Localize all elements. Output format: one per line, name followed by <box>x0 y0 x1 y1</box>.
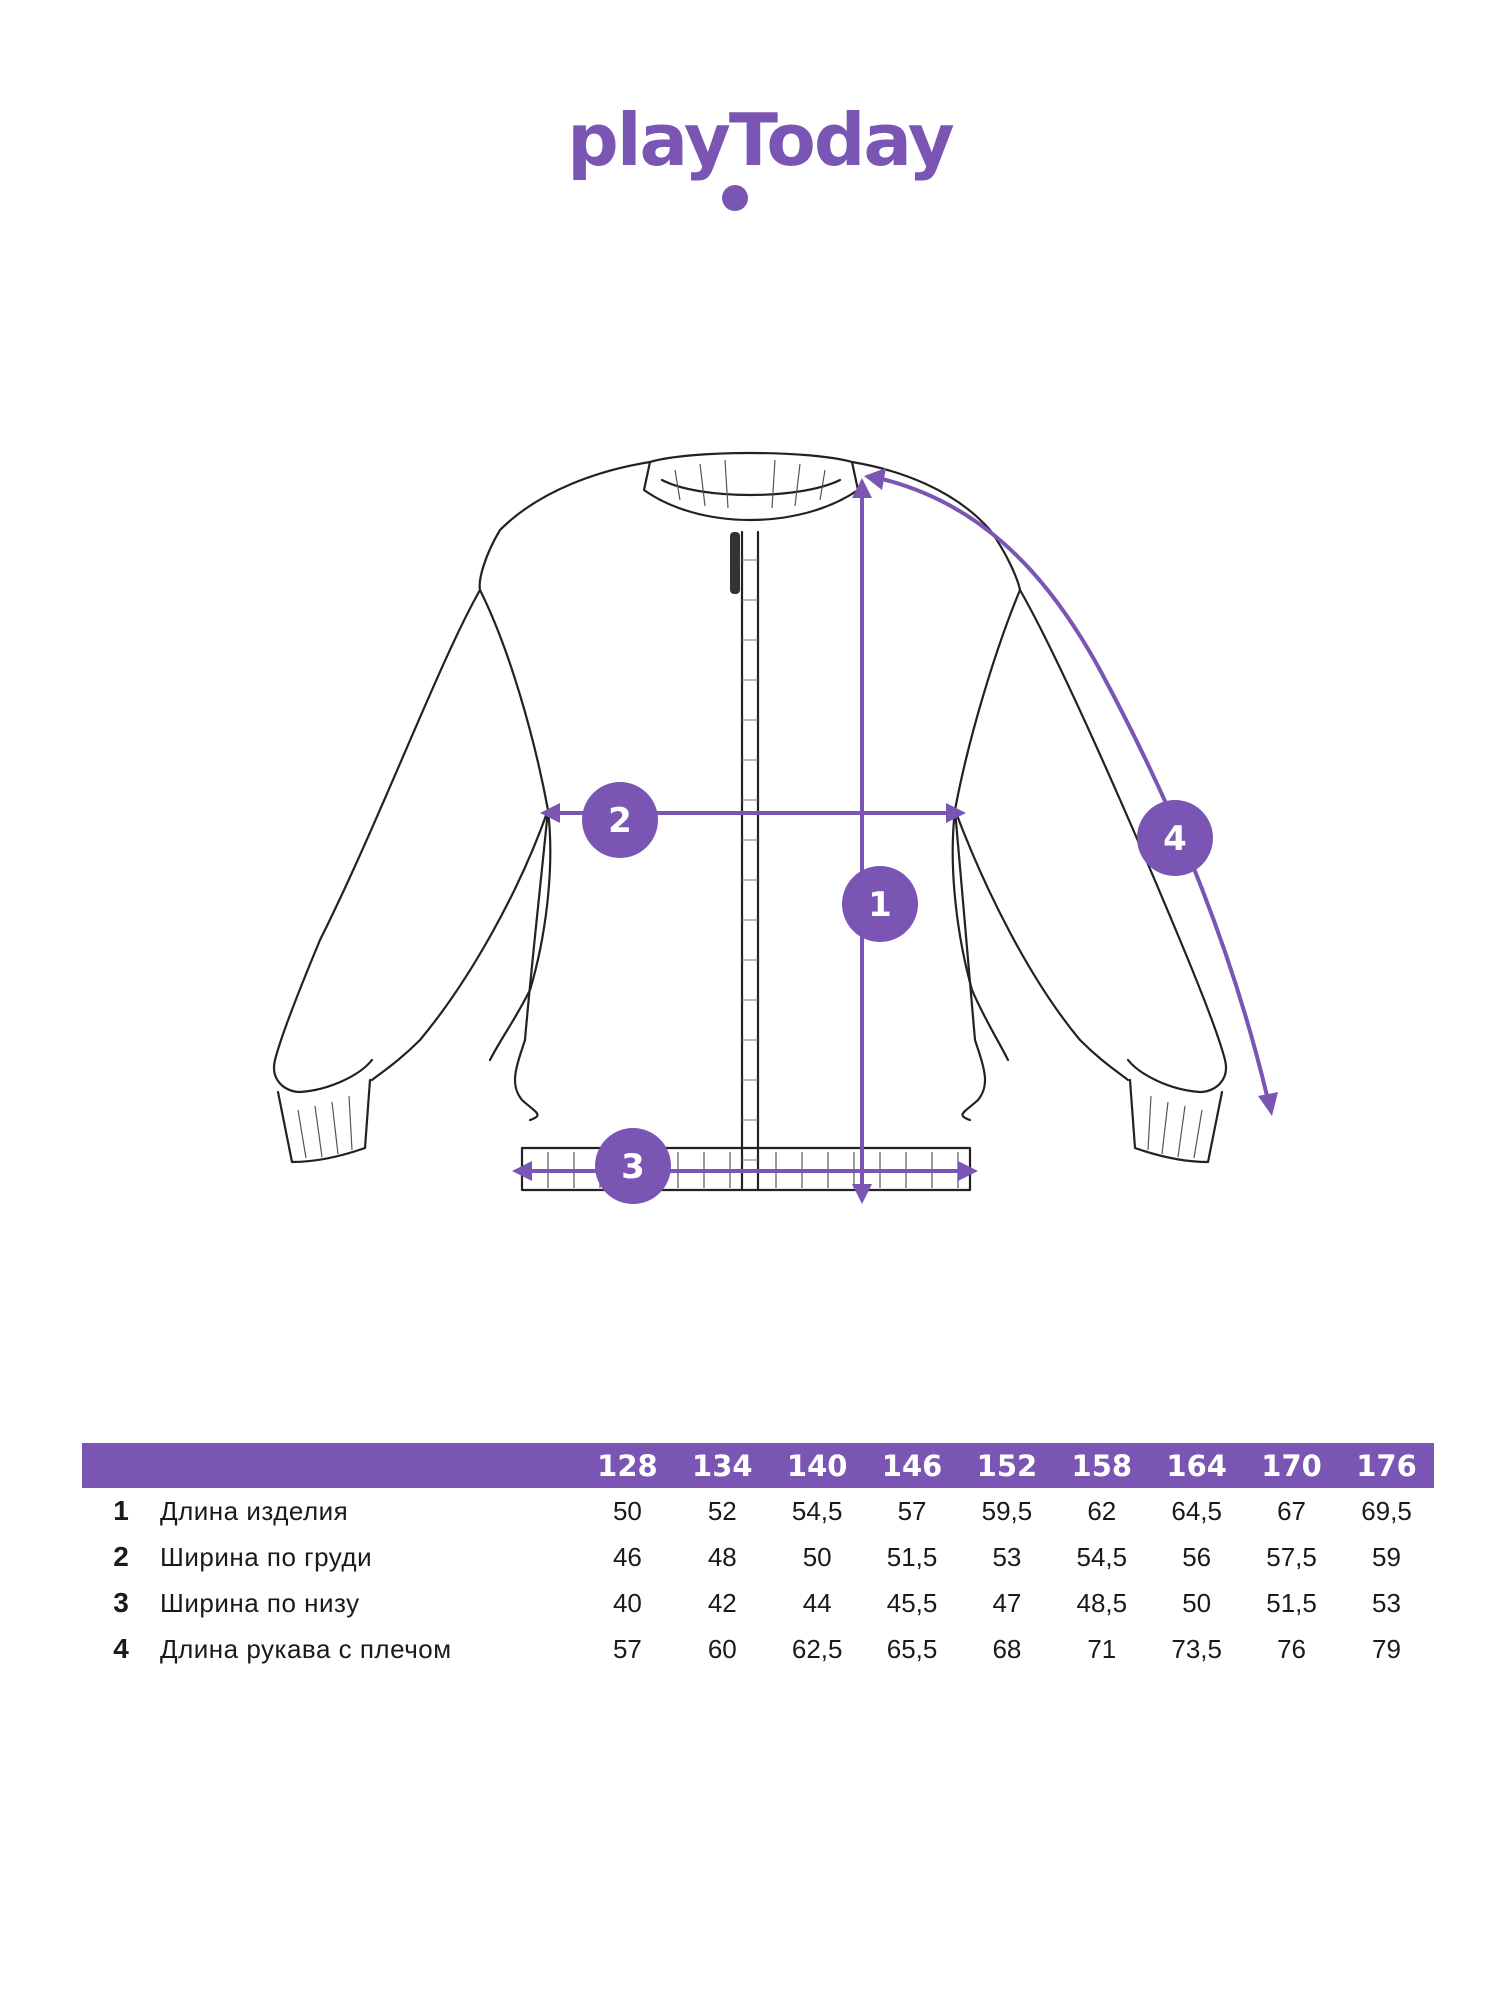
table-cell: 60 <box>707 1633 737 1664</box>
brand-logo: playToday <box>555 95 965 215</box>
table-cell: 62,5 <box>791 1633 843 1664</box>
torso-left-side <box>513 808 550 1122</box>
ribbing <box>297 459 1203 1188</box>
measure-line-4 <box>876 476 1270 1102</box>
table-cell: 79 <box>1372 1633 1401 1664</box>
table-cell: 59 <box>1372 1541 1401 1572</box>
left-cuff <box>276 1078 372 1164</box>
measure-marker-2: 2 <box>582 782 658 858</box>
table-cell: 68 <box>992 1633 1022 1664</box>
table-cell: 54,5 <box>1076 1541 1128 1572</box>
size-header-row: 128 134 140 146 152 158 164 170 176 <box>82 1443 1434 1488</box>
size-header: 134 <box>692 1448 753 1483</box>
row-number: 2 <box>113 1541 129 1572</box>
table-row: 2 Ширина по груди 46 48 50 51,5 53 54,5 … <box>82 1534 1434 1580</box>
header-blank-num <box>82 1443 160 1488</box>
zipper-teeth <box>742 559 758 1161</box>
measure-marker-4-label: 4 <box>1163 819 1187 859</box>
right-sleeve-inner <box>951 588 1022 1062</box>
table-cell: 71 <box>1087 1633 1117 1664</box>
row-name: Ширина по низу <box>160 1587 360 1618</box>
table-cell: 52 <box>707 1495 737 1526</box>
table-cell: 53 <box>1372 1587 1401 1618</box>
measure-marker-3: 3 <box>595 1128 671 1204</box>
table-cell: 57 <box>897 1495 927 1526</box>
measure-marker-2-label: 2 <box>608 801 632 841</box>
table-cell: 76 <box>1277 1633 1307 1664</box>
size-header: 140 <box>786 1448 848 1483</box>
size-header: 146 <box>881 1448 943 1483</box>
table-cell: 54,5 <box>791 1495 843 1526</box>
table-cell: 44 <box>802 1587 832 1618</box>
measure-marker-3-label: 3 <box>621 1147 645 1187</box>
table-cell: 48,5 <box>1076 1587 1128 1618</box>
measure-marker-1: 1 <box>842 866 918 942</box>
brand-logo-text: playToday <box>567 98 954 182</box>
table-cell: 51,5 <box>886 1541 938 1572</box>
table-cell: 40 <box>612 1587 642 1618</box>
table-cell: 69,5 <box>1361 1495 1412 1526</box>
size-header: 152 <box>976 1448 1038 1483</box>
table-cell: 59,5 <box>981 1495 1033 1526</box>
row-name: Длина изделия <box>160 1495 349 1526</box>
table-cell: 51,5 <box>1266 1587 1317 1618</box>
table-cell: 57,5 <box>1266 1541 1317 1572</box>
table-row: 1 Длина изделия 50 52 54,5 57 59,5 62 64… <box>82 1488 1434 1534</box>
row-number: 3 <box>113 1587 129 1618</box>
size-header: 158 <box>1071 1448 1133 1483</box>
table-cell: 48 <box>707 1541 737 1572</box>
row-name: Длина рукава с плечом <box>160 1633 452 1664</box>
table-cell: 42 <box>707 1587 737 1618</box>
measure-marker-1-label: 1 <box>868 885 892 925</box>
table-row: 3 Ширина по низу 40 42 44 45,5 47 48,5 5… <box>82 1580 1434 1626</box>
table-cell: 67 <box>1277 1495 1307 1526</box>
table-cell: 56 <box>1182 1541 1212 1572</box>
table-cell: 57 <box>612 1633 642 1664</box>
measure-marker-4: 4 <box>1137 800 1213 876</box>
size-header: 164 <box>1166 1448 1227 1483</box>
table-cell: 64,5 <box>1171 1495 1222 1526</box>
table-cell: 53 <box>992 1541 1022 1572</box>
row-name: Ширина по груди <box>160 1541 373 1572</box>
table-cell: 50 <box>1182 1587 1212 1618</box>
jacket-measurement-diagram: 1 2 3 4 <box>272 451 1278 1204</box>
brand-logo-dot <box>722 185 748 211</box>
left-sleeve-inner <box>478 588 552 1062</box>
arrow-heads <box>512 468 1278 1204</box>
jacket-body-left <box>478 460 652 592</box>
table-cell: 47 <box>992 1587 1022 1618</box>
torso-right-side <box>953 808 987 1122</box>
table-cell: 62 <box>1087 1495 1117 1526</box>
size-header: 170 <box>1261 1448 1322 1483</box>
size-chart-table: 128 134 140 146 152 158 164 170 176 1 Дл… <box>82 1443 1434 1672</box>
table-cell: 50 <box>612 1495 642 1526</box>
table-cell: 65,5 <box>886 1633 938 1664</box>
table-row: 4 Длина рукава с плечом 57 60 62,5 65,5 … <box>82 1626 1434 1672</box>
right-cuff <box>1128 1078 1224 1164</box>
size-header: 128 <box>597 1448 658 1483</box>
table-cell: 45,5 <box>886 1587 938 1618</box>
row-number: 4 <box>113 1633 129 1664</box>
jacket-body-right <box>850 460 1022 592</box>
row-number: 1 <box>113 1495 129 1526</box>
zipper-pull <box>730 532 740 594</box>
left-sleeve-lower <box>370 808 550 1082</box>
table-cell: 46 <box>612 1541 642 1572</box>
table-cell: 73,5 <box>1171 1633 1222 1664</box>
size-header: 176 <box>1356 1448 1417 1483</box>
right-sleeve-lower <box>953 808 1130 1082</box>
table-cell: 50 <box>802 1541 832 1572</box>
jacket-outline <box>272 451 1228 1192</box>
left-sleeve-outer <box>272 588 482 1094</box>
collar-inner <box>660 478 842 497</box>
header-blank-name <box>160 1443 580 1488</box>
right-sleeve-outer <box>1018 588 1228 1094</box>
